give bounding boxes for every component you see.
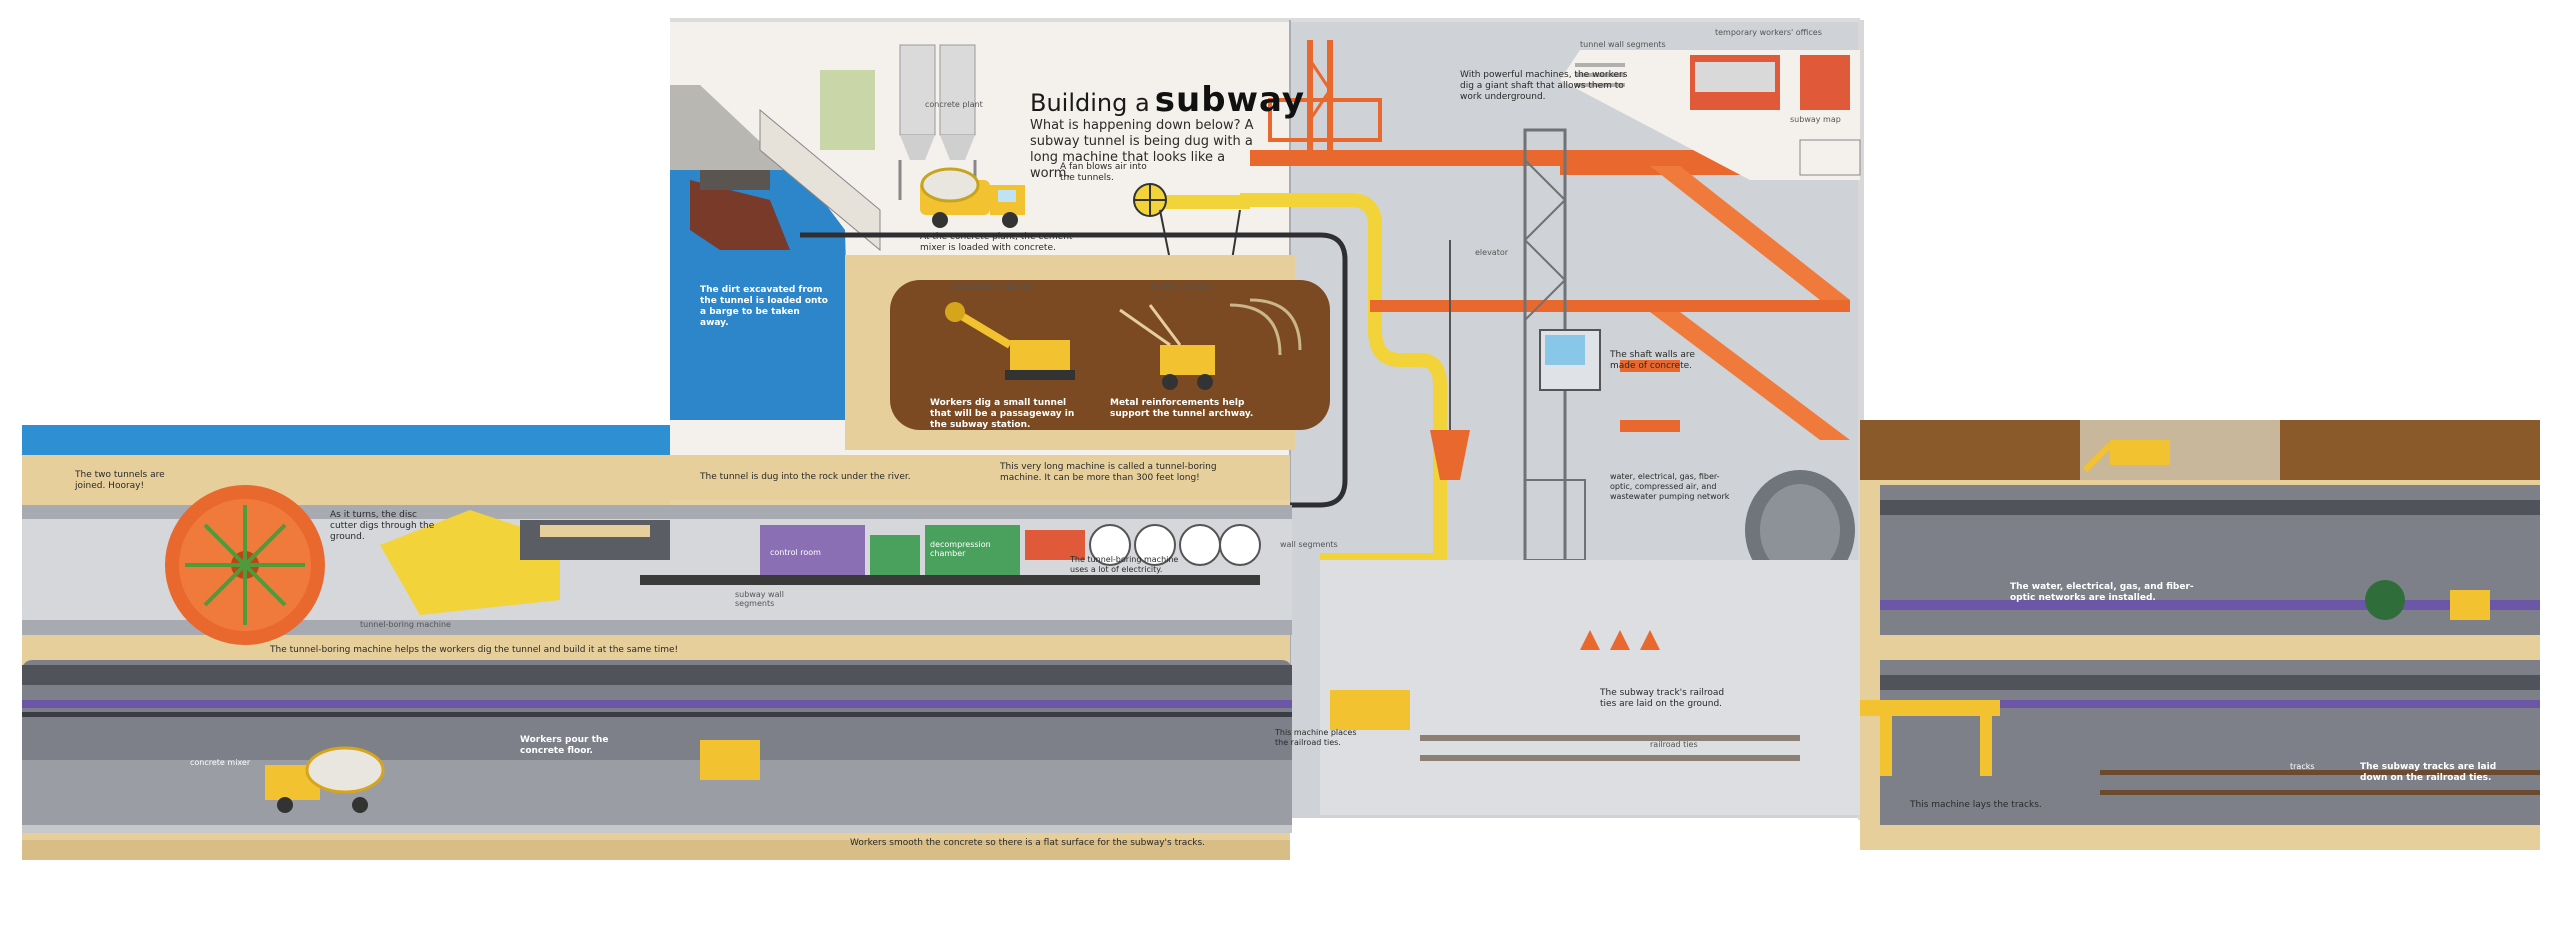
intro-text: What is happening down below? A subway t… (1030, 118, 1254, 181)
label-temporary-offices: temporary workers' offices (1715, 28, 1822, 37)
lower-tunnel (22, 660, 1410, 830)
caption-metal-reinforcement: Metal reinforcements help support the tu… (1110, 398, 1254, 419)
caption-ties-laid: The subway track's railroad ties are lai… (1600, 688, 1725, 709)
caption-shaft-walls: The shaft walls are made of concrete. (1610, 350, 1695, 371)
caption-long-machine: This very long machine is called a tunne… (1000, 462, 1217, 483)
concrete-plant (820, 44, 977, 200)
control-room-car (760, 525, 865, 575)
cement-mixer-truck (920, 167, 1025, 228)
caption-places-ties: This machine places the railroad ties. (1275, 728, 1357, 747)
elevator-tower (1523, 128, 1601, 572)
reinforcing-machine (1119, 304, 1215, 390)
yellow-air-pipe (1240, 193, 1447, 567)
title-word: subway (1154, 80, 1306, 120)
book-title: Building a subway (1030, 80, 1305, 120)
label-railroad-ties: railroad ties (1650, 740, 1698, 749)
caption-electricity: The tunnel-boring machine uses a lot of … (1070, 555, 1179, 574)
label-subway-map: subway map (1790, 115, 1841, 124)
shaft-structure (1250, 40, 1860, 572)
label-concrete-plant: concrete plant (925, 100, 983, 109)
caption-tunnels-joined: The two tunnels are joined. Hooray! (75, 470, 165, 491)
caption-smooth-concrete: Workers smooth the concrete so there is … (850, 838, 1206, 848)
caption-networks-installed: The water, electrical, gas, and fiber-op… (2010, 582, 2194, 603)
caption-tbm-helps: The tunnel-boring machine helps the work… (270, 645, 679, 655)
caption-powerful-machines: With powerful machines, the workers dig … (1460, 70, 1628, 102)
label-concrete-mixer: concrete mixer (190, 758, 251, 767)
label-tracks: tracks (2290, 762, 2315, 771)
caption-disc-cutter: As it turns, the disc cutter digs throug… (330, 510, 435, 542)
caption-concrete-plant: At the concrete plant, the cement mixer … (920, 232, 1073, 253)
caption-tracks-laid: The subway tracks are laid down on the r… (2360, 762, 2497, 783)
upper-tunnel (22, 485, 1292, 645)
label-reinforcing-rods: reinforcing rods (1150, 282, 1213, 291)
label-tunnel-boring-machine: tunnel-boring machine (360, 620, 451, 629)
right-tunnels (1860, 485, 2540, 825)
caption-under-river: The tunnel is dug into the rock under th… (700, 472, 911, 482)
fan-machine (1133, 183, 1250, 261)
roadheader-machine (945, 302, 1075, 380)
label-wall-segments: wall segments (1280, 540, 1338, 549)
title-lead: Building a (1030, 89, 1150, 117)
label-subway-wall-segments: subway wall segments (735, 590, 784, 608)
label-elevator: elevator (1475, 248, 1509, 257)
label-control-room: control room (770, 548, 821, 557)
surface-offices (1560, 50, 1861, 180)
label-tunnel-wall-segments: tunnel wall segments (1580, 40, 1666, 49)
label-roadheader: roadheader machine (950, 282, 1034, 291)
caption-networks-supply: water, electrical, gas, fiber-optic, com… (1610, 472, 1730, 501)
shaft-floor-tracks (1420, 735, 1800, 761)
caption-lays-tracks: This machine lays the tracks. (1910, 800, 2042, 810)
top-spread (670, 18, 1900, 820)
tunnel-concrete-mixer (265, 746, 385, 813)
caption-pour-concrete: Workers pour the concrete floor. (520, 735, 609, 756)
barge (690, 180, 790, 250)
tower-crane (1268, 40, 1382, 150)
caption-fan: A fan blows air into the tunnels. (1060, 162, 1147, 183)
excavation-chamber (890, 280, 1330, 430)
label-decompression-chamber: decompression chamber (930, 540, 991, 558)
caption-small-tunnel: Workers dig a small tunnel that will be … (930, 398, 1075, 430)
decompression-car (925, 525, 1020, 575)
caption-dirt-barge: The dirt excavated from the tunnel is lo… (700, 285, 828, 328)
conveyor-pipe (800, 232, 1348, 508)
